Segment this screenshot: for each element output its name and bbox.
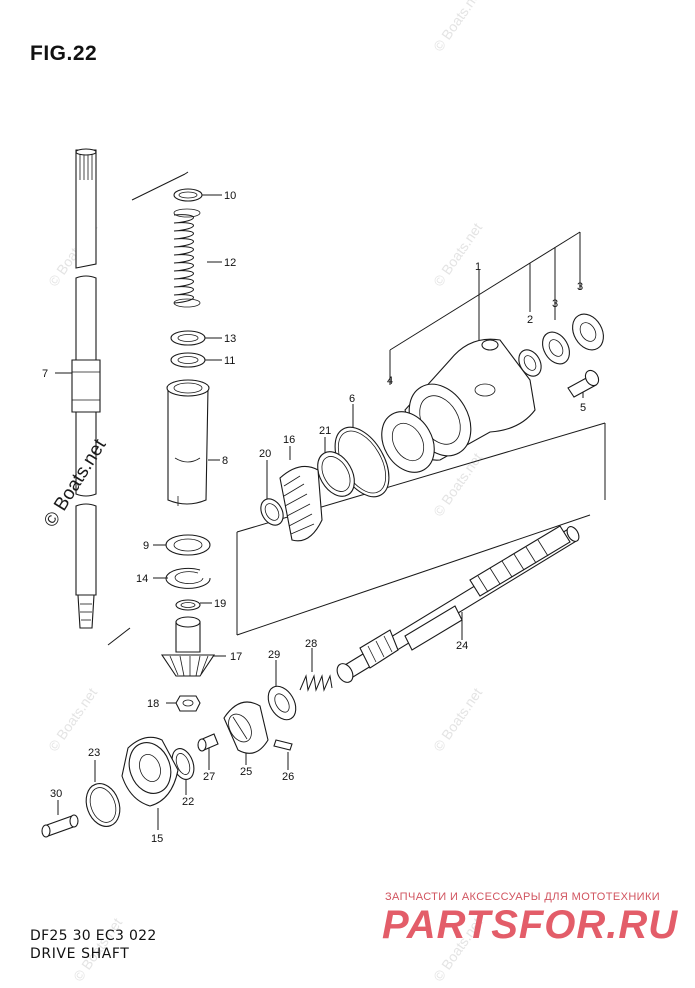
callout-3a: 3 bbox=[552, 298, 558, 310]
callout-17: 17 bbox=[230, 651, 242, 663]
brand-logo: PARTSFOR.RU bbox=[382, 903, 679, 947]
callout-1: 1 bbox=[475, 261, 481, 273]
callout-8: 8 bbox=[222, 455, 228, 467]
part-bearing-4[interactable] bbox=[371, 402, 445, 481]
part-bearing-housing-1[interactable] bbox=[397, 338, 536, 467]
callout-2: 2 bbox=[527, 314, 533, 326]
brand-subtitle: ЗАПЧАСТИ И АКСЕССУАРЫ ДЛЯ МОТОТЕХНИКИ bbox=[385, 891, 661, 903]
part-forward-gear-16[interactable] bbox=[279, 465, 323, 542]
part-needle-bearing-2[interactable] bbox=[514, 346, 545, 380]
callout-19: 19 bbox=[214, 598, 226, 610]
callout-21: 21 bbox=[319, 425, 331, 437]
callout-29: 29 bbox=[268, 649, 280, 661]
part-nut-18[interactable] bbox=[175, 695, 201, 712]
part-push-rod-27[interactable] bbox=[197, 733, 219, 752]
callout-9: 9 bbox=[143, 540, 149, 552]
part-pin-26[interactable] bbox=[273, 739, 293, 751]
callout-20: 20 bbox=[259, 448, 271, 460]
part-pinion-gear-17[interactable] bbox=[160, 616, 216, 677]
figure-title: FIG.22 bbox=[30, 42, 98, 65]
group-lines bbox=[55, 171, 606, 830]
part-oil-seal-3b[interactable] bbox=[566, 309, 609, 356]
callout-25: 25 bbox=[240, 766, 252, 778]
part-drive-shaft[interactable] bbox=[71, 148, 101, 629]
callout-10: 10 bbox=[224, 190, 236, 202]
part-reverse-gear-15[interactable] bbox=[121, 736, 179, 807]
part-washer-13[interactable] bbox=[170, 330, 206, 346]
part-ring-19[interactable] bbox=[175, 599, 201, 611]
part-o-ring-23[interactable] bbox=[80, 779, 125, 831]
diagram-code: DF25 30 EC3 022 bbox=[30, 928, 157, 944]
part-washer-11[interactable] bbox=[170, 352, 206, 368]
callout-13: 13 bbox=[224, 333, 236, 345]
part-spring-28[interactable] bbox=[299, 674, 333, 692]
callout-26: 26 bbox=[282, 771, 294, 783]
part-oil-seal-3a[interactable] bbox=[537, 327, 575, 368]
callout-3b: 3 bbox=[577, 281, 583, 293]
part-spring-12[interactable] bbox=[173, 208, 201, 308]
callout-22: 22 bbox=[182, 796, 194, 808]
callout-numbers: 10 12 13 11 7 8 9 14 19 17 18 1 2 3 3 4 … bbox=[42, 190, 586, 845]
part-shim-20[interactable] bbox=[256, 495, 287, 529]
callout-7: 7 bbox=[42, 368, 48, 380]
part-clutch-dog-25[interactable] bbox=[223, 701, 269, 754]
callout-16: 16 bbox=[283, 434, 295, 446]
callout-14: 14 bbox=[136, 573, 148, 585]
part-propeller-shaft-24[interactable] bbox=[334, 525, 581, 686]
part-sleeve-8[interactable] bbox=[166, 379, 210, 506]
part-shim-21[interactable] bbox=[310, 445, 362, 503]
callout-12: 12 bbox=[224, 257, 236, 269]
callout-11: 11 bbox=[224, 355, 235, 367]
part-clip-14[interactable] bbox=[165, 567, 211, 589]
callout-6: 6 bbox=[349, 393, 355, 405]
callout-30: 30 bbox=[50, 788, 62, 800]
part-clip-9[interactable] bbox=[165, 534, 211, 556]
callout-23: 23 bbox=[88, 747, 100, 759]
part-guide-29[interactable] bbox=[263, 681, 302, 724]
part-pin-30[interactable] bbox=[41, 814, 79, 838]
callout-5: 5 bbox=[580, 402, 586, 414]
part-circlip-10[interactable] bbox=[173, 188, 203, 202]
callout-27: 27 bbox=[203, 771, 215, 783]
callout-24: 24 bbox=[456, 640, 468, 652]
diagram-caption: DRIVE SHAFT bbox=[30, 946, 130, 962]
part-bolt-5[interactable] bbox=[567, 368, 601, 398]
callout-4: 4 bbox=[387, 375, 393, 387]
callout-15: 15 bbox=[151, 833, 163, 845]
callout-28: 28 bbox=[305, 638, 317, 650]
callout-18: 18 bbox=[147, 698, 159, 710]
